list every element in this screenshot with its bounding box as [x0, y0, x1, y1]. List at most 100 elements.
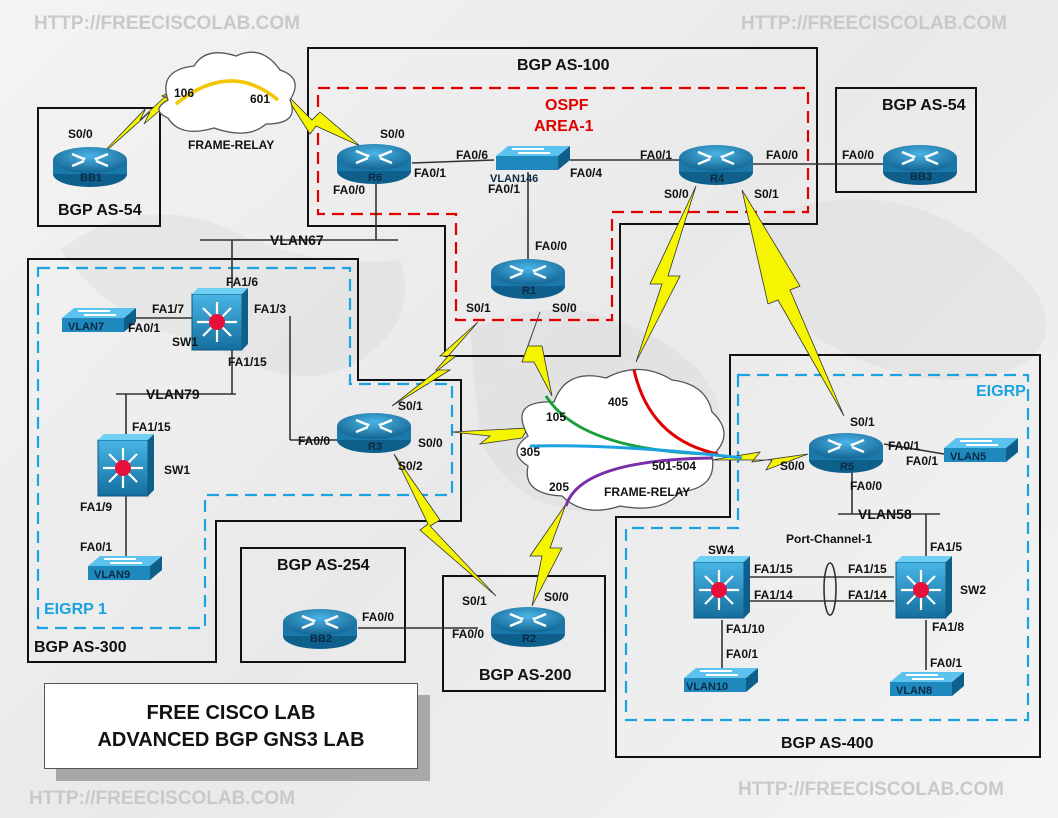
- switch-vlan7[interactable]: VLAN7: [61, 307, 137, 333]
- title-box: FREE CISCO LAB ADVANCED BGP GNS3 LAB: [44, 683, 418, 769]
- port-sw1b-fa115: FA1/15: [132, 420, 171, 434]
- port-r1-fa00: FA0/0: [535, 239, 567, 253]
- svg-text:R6: R6: [368, 172, 382, 184]
- svg-text:VLAN8: VLAN8: [896, 685, 932, 697]
- port-bb3-fa00: FA0/0: [842, 148, 874, 162]
- port-sw1-fa115: FA1/15: [228, 355, 267, 369]
- label-as254: BGP AS-254: [277, 557, 370, 574]
- label-sw4: SW4: [708, 543, 734, 557]
- label-sw2: SW2: [960, 583, 986, 597]
- switch-vlan9[interactable]: VLAN9: [87, 555, 163, 581]
- port-r2-fa00: FA0/0: [452, 627, 484, 641]
- as200-boundary: [442, 575, 606, 692]
- port-r6-fa00: FA0/0: [333, 183, 365, 197]
- port-vlan10-fa01: FA0/1: [726, 647, 758, 661]
- as54-left-boundary: [37, 107, 161, 227]
- l3switch-sw1-bottom[interactable]: [96, 432, 156, 498]
- l3switch-sw4[interactable]: [692, 554, 752, 620]
- router-r1[interactable]: R1: [489, 257, 567, 301]
- port-r3-s01: S0/1: [398, 399, 423, 413]
- svg-text:VLAN146: VLAN146: [490, 173, 538, 185]
- port-sw2-fa15: FA1/5: [930, 540, 962, 554]
- title-line-2: ADVANCED BGP GNS3 LAB: [97, 729, 365, 751]
- label-sw1-top: SW1: [172, 335, 198, 349]
- segment-vlan58: VLAN58: [858, 506, 912, 522]
- router-r3[interactable]: R3: [335, 411, 413, 455]
- label-as54-left: BGP AS-54: [58, 202, 142, 219]
- port-vlan9-fa01: FA0/1: [80, 540, 112, 554]
- port-vlan146-fa01: FA0/1: [488, 182, 520, 196]
- port-bb2-fa00: FA0/0: [362, 610, 394, 624]
- port-sw1-fa13: FA1/3: [254, 302, 286, 316]
- router-bb2[interactable]: BB2: [281, 607, 359, 651]
- svg-text:R2: R2: [522, 633, 536, 645]
- segment-vlan79: VLAN79: [146, 386, 200, 402]
- as100-boundary: [307, 47, 818, 357]
- ethernet-links: [116, 159, 945, 670]
- router-bb1[interactable]: BB1: [51, 145, 129, 189]
- port-sw1-fa16: FA1/6: [226, 275, 258, 289]
- port-vlan5-fa01: FA0/1: [906, 454, 938, 468]
- router-r2[interactable]: R2: [489, 605, 567, 649]
- port-vlan8-fa01: FA0/1: [930, 656, 962, 670]
- svg-text:BB1: BB1: [80, 172, 102, 184]
- svg-text:BB2: BB2: [310, 633, 332, 645]
- port-r5-fa01: FA0/1: [888, 439, 920, 453]
- switch-vlan8[interactable]: VLAN8: [889, 671, 965, 697]
- port-r5-fa00: FA0/0: [850, 479, 882, 493]
- port-sw4-fa115: FA1/15: [754, 562, 793, 576]
- ospf-area-boundary: [316, 86, 810, 322]
- label-as300: BGP AS-300: [34, 639, 127, 656]
- l3switch-sw2[interactable]: [894, 554, 954, 620]
- label-as54-right: BGP AS-54: [882, 97, 966, 114]
- label-sw1-bottom: SW1: [164, 463, 190, 477]
- title-line-1: FREE CISCO LAB: [146, 702, 316, 724]
- port-r4-fa01: FA0/1: [640, 148, 672, 162]
- watermark-bottom-right: HTTP://FREECISCOLAB.COM: [738, 779, 1004, 800]
- svg-text:VLAN5: VLAN5: [950, 451, 986, 463]
- svg-text:BB3: BB3: [910, 171, 932, 183]
- as300-boundary: [27, 258, 462, 663]
- as-boundaries: [27, 47, 1041, 758]
- port-r4-fa00: FA0/0: [766, 148, 798, 162]
- switch-vlan146[interactable]: VLAN146: [490, 145, 571, 185]
- l3switch-sw1-top[interactable]: [190, 286, 250, 352]
- router-r4[interactable]: R4: [677, 143, 755, 187]
- as254-boundary: [240, 547, 406, 663]
- label-ospf: OSPF: [545, 97, 589, 114]
- port-r6-fa01: FA0/1: [414, 166, 446, 180]
- switch-vlan5[interactable]: VLAN5: [943, 437, 1019, 463]
- frame-relay-cloud-center: [516, 368, 743, 511]
- port-r2-s00: S0/0: [544, 590, 569, 604]
- svg-text:R4: R4: [710, 173, 725, 185]
- port-r4-s00: S0/0: [664, 187, 689, 201]
- port-sw4-fa114: FA1/14: [754, 588, 793, 602]
- port-vlan146-fa06: FA0/6: [456, 148, 488, 162]
- watermark-top-left: HTTP://FREECISCOLAB.COM: [34, 13, 300, 34]
- as400-boundary: [615, 354, 1041, 758]
- router-bb3[interactable]: BB3: [881, 143, 959, 187]
- port-vlan146-fa04: FA0/4: [570, 166, 602, 180]
- frame-relay-label-top: FRAME-RELAY: [188, 138, 274, 152]
- label-as100: BGP AS-100: [517, 57, 610, 74]
- port-r5-s01: S0/1: [850, 415, 875, 429]
- eigrp1-boundary: [36, 266, 454, 630]
- dlci-106: 106: [174, 86, 194, 100]
- watermark-top-right: HTTP://FREECISCOLAB.COM: [741, 13, 1007, 34]
- port-sw1-fa17: FA1/7: [152, 302, 184, 316]
- port-r1-s00: S0/0: [552, 301, 577, 315]
- dlci-305: 305: [520, 445, 540, 459]
- watermark-bottom-left: HTTP://FREECISCOLAB.COM: [29, 788, 295, 809]
- port-sw2-fa114: FA1/14: [848, 588, 887, 602]
- router-r5[interactable]: R5: [807, 431, 885, 475]
- segment-port-channel: Port-Channel-1: [786, 532, 872, 546]
- port-vlan7-fa01: FA0/1: [128, 321, 160, 335]
- port-r2-s01: S0/1: [462, 594, 487, 608]
- switch-vlan10[interactable]: VLAN10: [683, 667, 759, 693]
- port-sw4-fa110: FA1/10: [726, 622, 765, 636]
- port-r3-s02: S0/2: [398, 459, 423, 473]
- svg-text:VLAN9: VLAN9: [94, 569, 130, 581]
- router-r6[interactable]: R6: [335, 142, 413, 186]
